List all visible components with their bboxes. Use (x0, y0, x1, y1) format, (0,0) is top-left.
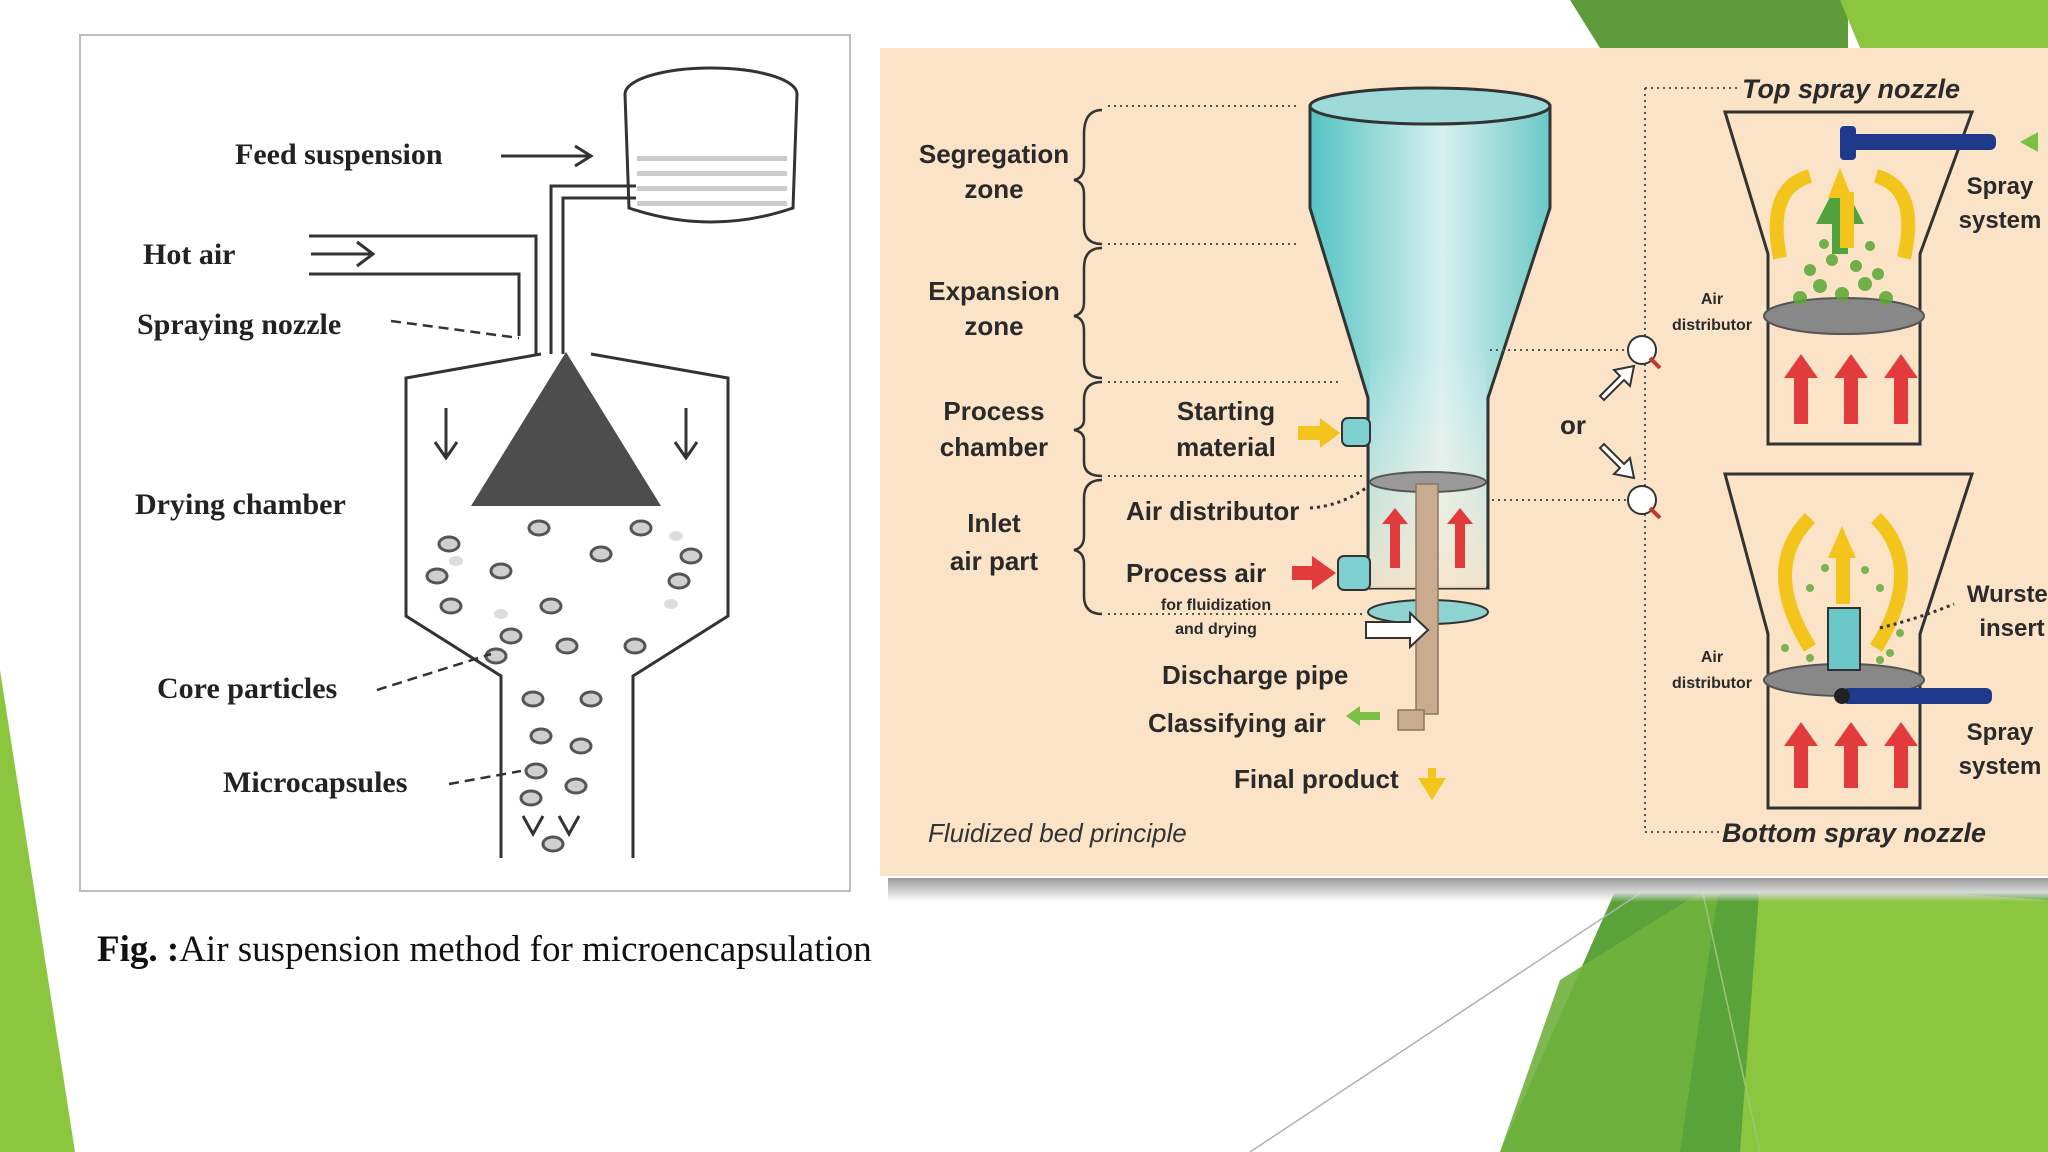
air-distributor-pointer (1309, 486, 1367, 510)
fluidized-bed-schematic: Segregation zone Expansion zone Process … (919, 74, 2048, 848)
zone-dotted-lines (1108, 87, 1740, 833)
or-arrow-up-icon (1598, 364, 1636, 402)
air-suspension-diagram: Feed suspension Hot air Spraying nozzle … (79, 34, 851, 892)
hot-air-label: Hot air (143, 238, 235, 271)
process-air-arrow (1292, 556, 1336, 590)
bottom-spray-system-label: Spray (1967, 719, 2034, 746)
process-air-note-2: and drying (1175, 621, 1257, 638)
core-particles-label: Core particles (157, 672, 337, 705)
fluidized-bed-diagram: Segregation zone Expansion zone Process … (880, 48, 2048, 876)
starting-material-label-2: material (1176, 432, 1276, 462)
or-arrow-down-icon (1598, 442, 1636, 480)
top-spray-system-label: Spray (1967, 173, 2034, 200)
left-green-accent (0, 670, 75, 1152)
top-spray-detail (1722, 110, 2038, 446)
decorative-line (1249, 879, 1661, 1152)
top-air-distributor-label: Air (1701, 291, 1723, 308)
spray-cone (471, 352, 661, 506)
figure-caption: Fig. :Air suspension method for microenc… (97, 928, 872, 971)
bottom-air-distributor-label-2: distributor (1672, 675, 1752, 692)
air-distributor-label: Air distributor (1126, 496, 1299, 526)
expansion-zone-label: Expansion (928, 276, 1059, 306)
wurster-insert-label-2: insert (1979, 615, 2044, 642)
bottom-spray-detail (1723, 472, 1992, 810)
discharge-pipe-arrow (1365, 610, 1430, 650)
process-chamber-label: Process (943, 396, 1044, 426)
fluidized-bed-vessel (1308, 86, 1552, 731)
figure-caption-text: Air suspension method for microencapsula… (179, 929, 872, 970)
top-right-accent-light (1840, 0, 2048, 48)
starting-material-arrow (1298, 418, 1340, 448)
wurster-insert-label: Wurster (1967, 581, 2048, 608)
figure-caption-prefix: Fig. : (97, 929, 180, 970)
panel-shadow (888, 878, 2048, 902)
process-air-note: for fluidization (1161, 597, 1271, 614)
feed-suspension-label: Feed suspension (235, 138, 443, 171)
microcapsules-pointer (448, 769, 522, 786)
zone-braces (1073, 108, 1103, 616)
microcapsules-label: Microcapsules (223, 766, 407, 799)
final-product-arrow (1418, 768, 1446, 800)
discharge-pipe-label: Discharge pipe (1162, 660, 1348, 690)
feed-arrow (501, 144, 594, 168)
or-label: or (1560, 410, 1586, 440)
bottom-air-distributor-label: Air (1701, 649, 1723, 666)
bottom-right-accent-3 (1500, 880, 1720, 1152)
bottom-spray-nozzle-title: Bottom spray nozzle (1722, 818, 1986, 848)
air-suspension-schematic: Feed suspension Hot air Spraying nozzle … (135, 66, 799, 858)
drying-chamber-label: Drying chamber (135, 488, 346, 521)
top-spray-system-label-2: system (1959, 207, 2042, 234)
air-flow-arrow-right (673, 408, 699, 461)
process-air-label: Process air (1126, 558, 1266, 588)
segregation-zone-label-2: zone (964, 174, 1023, 204)
top-spray-nozzle-title: Top spray nozzle (1742, 74, 1960, 104)
magnifier-icon (1627, 335, 1662, 370)
spraying-nozzle-label: Spraying nozzle (137, 308, 341, 341)
feed-pipe (549, 184, 636, 354)
inflow-arrows (1382, 508, 1473, 568)
final-product-label: Final product (1234, 764, 1399, 794)
feed-liquid (637, 156, 787, 206)
bottom-right-accent-2 (1740, 880, 2048, 1152)
air-flow-arrow-left (433, 408, 459, 461)
hot-air-pipe (309, 234, 538, 354)
expansion-zone-label-2: zone (964, 311, 1023, 341)
particles (425, 519, 703, 853)
segregation-zone-label: Segregation (919, 139, 1069, 169)
top-air-distributor-label-2: distributor (1672, 317, 1752, 334)
exit-arrows (521, 815, 581, 838)
fluidized-bed-principle-label: Fluidized bed principle (928, 818, 1187, 848)
inlet-air-part-label-2: air part (950, 546, 1038, 576)
inlet-air-part-label: Inlet (967, 508, 1021, 538)
core-particles-pointer (376, 652, 492, 692)
classifying-air-arrow (1346, 706, 1380, 726)
classifying-air-label: Classifying air (1148, 708, 1326, 738)
process-chamber-label-2: chamber (940, 432, 1048, 462)
bottom-spray-system-label-2: system (1959, 753, 2042, 780)
drying-chamber-body (404, 352, 730, 858)
starting-material-label: Starting (1177, 396, 1275, 426)
nozzle-pointer (390, 319, 520, 340)
top-right-accent-dark (1570, 0, 1848, 48)
decorative-line-2 (1699, 879, 1761, 1152)
core-particles (449, 531, 683, 619)
magnifier-icon (1627, 485, 1662, 520)
hot-air-arrow (311, 240, 376, 268)
